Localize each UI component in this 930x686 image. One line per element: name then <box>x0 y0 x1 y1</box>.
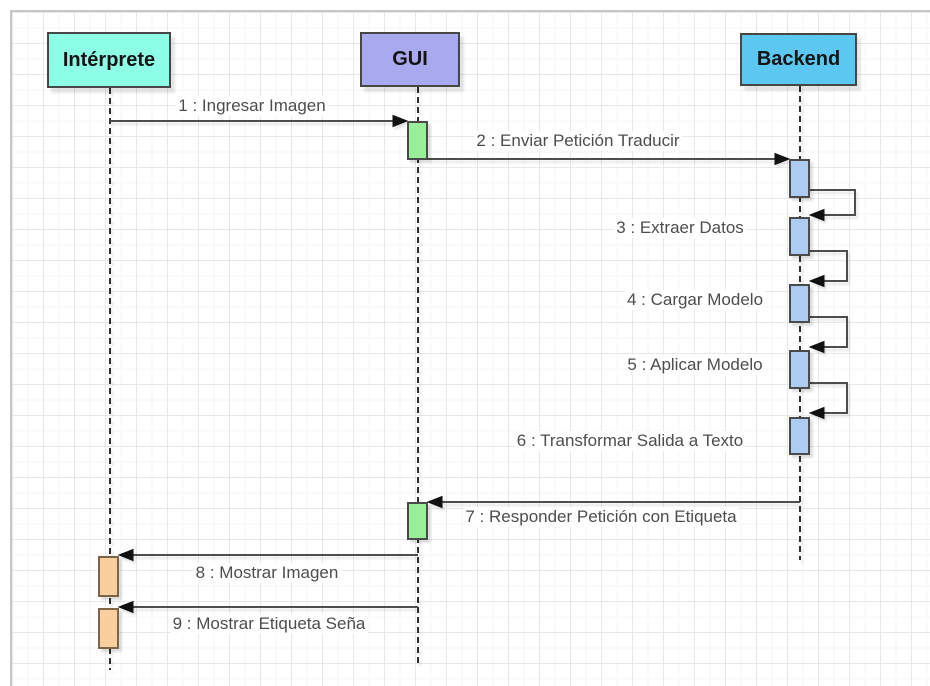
activation-bar-backend <box>789 159 810 198</box>
canvas-grid <box>10 10 930 686</box>
activation-bar-interprete <box>98 608 119 649</box>
message-label-1: 1 : Ingresar Imagen <box>176 96 328 116</box>
arrowhead-icon <box>426 495 443 509</box>
message-label-7: 7 : Responder Petición con Etiqueta <box>463 507 739 527</box>
activation-bar-backend <box>789 284 810 323</box>
message-label-6: 6 : Transformar Salida a Texto <box>514 431 746 451</box>
message-label-8: 8 : Mostrar Imagen <box>193 563 341 583</box>
activation-bar-backend <box>789 350 810 389</box>
message-label-4: 4 : Cargar Modelo <box>624 290 766 310</box>
self-message-line-6 <box>810 382 848 414</box>
arrowhead-icon <box>117 600 134 614</box>
actor-box-backend: Backend <box>740 33 857 86</box>
self-message-line-4 <box>810 250 848 282</box>
actor-box-gui: GUI <box>360 32 460 87</box>
arrowhead-icon <box>392 114 409 128</box>
arrowhead-icon <box>117 548 134 562</box>
activation-bar-gui <box>407 502 428 540</box>
arrowhead-icon <box>808 340 825 354</box>
arrowhead-icon <box>774 152 791 166</box>
activation-bar-backend <box>789 217 810 256</box>
arrowhead-icon <box>808 274 825 288</box>
self-message-line-3 <box>810 189 856 216</box>
message-label-5: 5 : Aplicar Modelo <box>625 355 765 375</box>
message-label-2: 2 : Enviar Petición Traducir <box>474 131 682 151</box>
actor-box-interprete: Intérprete <box>47 32 171 88</box>
activation-bar-backend <box>789 417 810 455</box>
message-label-3: 3 : Extraer Datos <box>614 218 746 238</box>
arrowhead-icon <box>808 406 825 420</box>
arrowhead-icon <box>808 208 825 222</box>
activation-bar-interprete <box>98 556 119 597</box>
activation-bar-gui <box>407 121 428 160</box>
message-label-9: 9 : Mostrar Etiqueta Seña <box>170 614 368 634</box>
self-message-line-5 <box>810 316 848 348</box>
